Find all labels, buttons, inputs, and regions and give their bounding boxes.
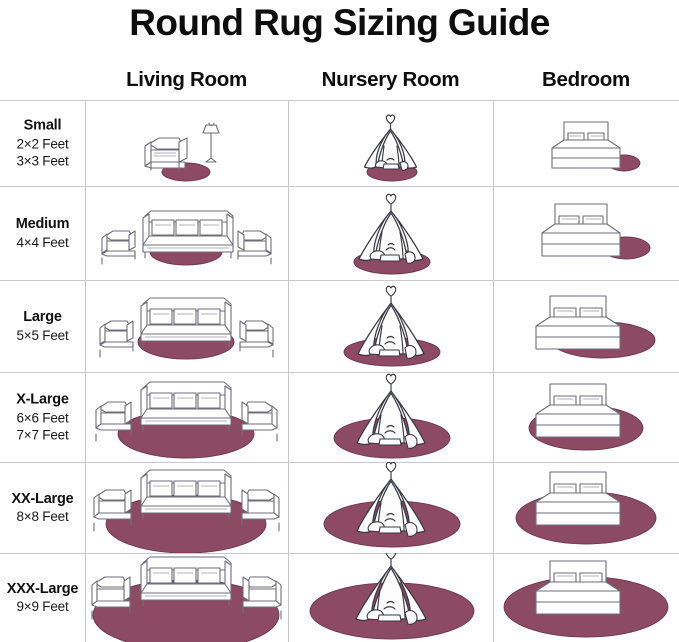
canopy-tent-bed-icon bbox=[288, 462, 493, 553]
cell-nursery-xlarge bbox=[288, 372, 493, 462]
bed-headboard-pillows-icon bbox=[493, 186, 679, 280]
row-size-dim: 9×9 Feet bbox=[16, 599, 69, 615]
canopy-tent-bed-icon bbox=[288, 186, 493, 280]
cell-nursery-xxxlarge bbox=[288, 553, 493, 642]
table-row: Medium 4×4 Feet bbox=[0, 186, 679, 280]
row-size-dim: 4×4 Feet bbox=[16, 234, 69, 250]
row-size-name: XXX-Large bbox=[6, 580, 79, 597]
grid-vline-3 bbox=[493, 100, 494, 642]
grid-hline-0 bbox=[0, 100, 679, 101]
armchair-sofa-lamp-icon bbox=[85, 372, 288, 462]
cell-bedroom-large bbox=[493, 280, 679, 372]
table-row: Large 5×5 Feet bbox=[0, 280, 679, 372]
column-header-living-room: Living Room bbox=[126, 68, 247, 91]
armchair-sofa-lamp-icon bbox=[85, 462, 288, 553]
bed-headboard-pillows-icon bbox=[493, 280, 679, 372]
bed-headboard-pillows-icon bbox=[493, 372, 679, 462]
row-label-cell: XXX-Large 9×9 Feet bbox=[0, 553, 85, 642]
table-row: X-Large 6×6 Feet 7×7 Feet bbox=[0, 372, 679, 462]
cell-nursery-large bbox=[288, 280, 493, 372]
row-size-dim: 5×5 Feet bbox=[16, 327, 69, 343]
cell-bedroom-xlarge bbox=[493, 372, 679, 462]
grid-hline-4 bbox=[0, 462, 679, 463]
table-row: XXX-Large 9×9 Feet bbox=[0, 553, 679, 642]
canopy-tent-bed-icon bbox=[288, 372, 493, 462]
cell-bedroom-xxlarge bbox=[493, 462, 679, 553]
cell-nursery-small bbox=[288, 100, 493, 186]
cell-living-xxlarge bbox=[85, 462, 288, 553]
row-size-dim: 6×6 Feet bbox=[16, 410, 69, 426]
grid-hline-3 bbox=[0, 372, 679, 373]
table-row: XX-Large 8×8 Feet bbox=[0, 462, 679, 553]
row-size-name: XX-Large bbox=[11, 490, 74, 507]
grid-vline-2 bbox=[288, 100, 289, 642]
table-row: Small 2×2 Feet 3×3 Feet bbox=[0, 100, 679, 186]
bed-headboard-pillows-icon bbox=[493, 100, 679, 186]
column-header-bedroom: Bedroom bbox=[542, 68, 630, 91]
canopy-tent-bed-icon bbox=[288, 553, 493, 642]
canopy-tent-bed-icon bbox=[288, 280, 493, 372]
cell-living-small bbox=[85, 100, 288, 186]
cell-bedroom-small bbox=[493, 100, 679, 186]
row-size-name: Small bbox=[23, 117, 62, 134]
row-size-dim: 7×7 Feet bbox=[16, 427, 69, 443]
grid-vline-1 bbox=[85, 100, 86, 642]
row-size-dim: 2×2 Feet bbox=[16, 136, 69, 152]
armchair-sofa-lamp-icon bbox=[85, 553, 288, 642]
cell-nursery-medium bbox=[288, 186, 493, 280]
grid-hline-1 bbox=[0, 186, 679, 187]
cell-living-large bbox=[85, 280, 288, 372]
armchair-sofa-lamp-icon bbox=[85, 186, 288, 280]
cell-bedroom-medium bbox=[493, 186, 679, 280]
cell-living-xxxlarge bbox=[85, 553, 288, 642]
cell-living-xlarge bbox=[85, 372, 288, 462]
row-label-cell: Medium 4×4 Feet bbox=[0, 186, 85, 280]
grid-hline-5 bbox=[0, 553, 679, 554]
bed-headboard-pillows-icon bbox=[493, 553, 679, 642]
row-size-dim: 8×8 Feet bbox=[16, 509, 69, 525]
page-title: Round Rug Sizing Guide bbox=[129, 2, 550, 43]
row-size-name: Large bbox=[23, 309, 62, 326]
row-label-cell: X-Large 6×6 Feet 7×7 Feet bbox=[0, 372, 85, 462]
row-label-cell: Small 2×2 Feet 3×3 Feet bbox=[0, 100, 85, 186]
row-size-name: Medium bbox=[15, 216, 70, 233]
canopy-tent-bed-icon bbox=[288, 100, 493, 186]
armchair-sofa-lamp-icon bbox=[85, 100, 288, 186]
cell-nursery-xxlarge bbox=[288, 462, 493, 553]
row-label-cell: Large 5×5 Feet bbox=[0, 280, 85, 372]
column-header-nursery-room: Nursery Room bbox=[321, 68, 460, 91]
sizing-grid: Small 2×2 Feet 3×3 Feet bbox=[0, 100, 679, 642]
armchair-sofa-lamp-icon bbox=[85, 280, 288, 372]
grid-hline-2 bbox=[0, 280, 679, 281]
row-size-dim: 3×3 Feet bbox=[16, 153, 69, 169]
cell-bedroom-xxxlarge bbox=[493, 553, 679, 642]
cell-living-medium bbox=[85, 186, 288, 280]
row-size-name: X-Large bbox=[16, 391, 69, 408]
bed-headboard-pillows-icon bbox=[493, 462, 679, 553]
row-label-cell: XX-Large 8×8 Feet bbox=[0, 462, 85, 553]
